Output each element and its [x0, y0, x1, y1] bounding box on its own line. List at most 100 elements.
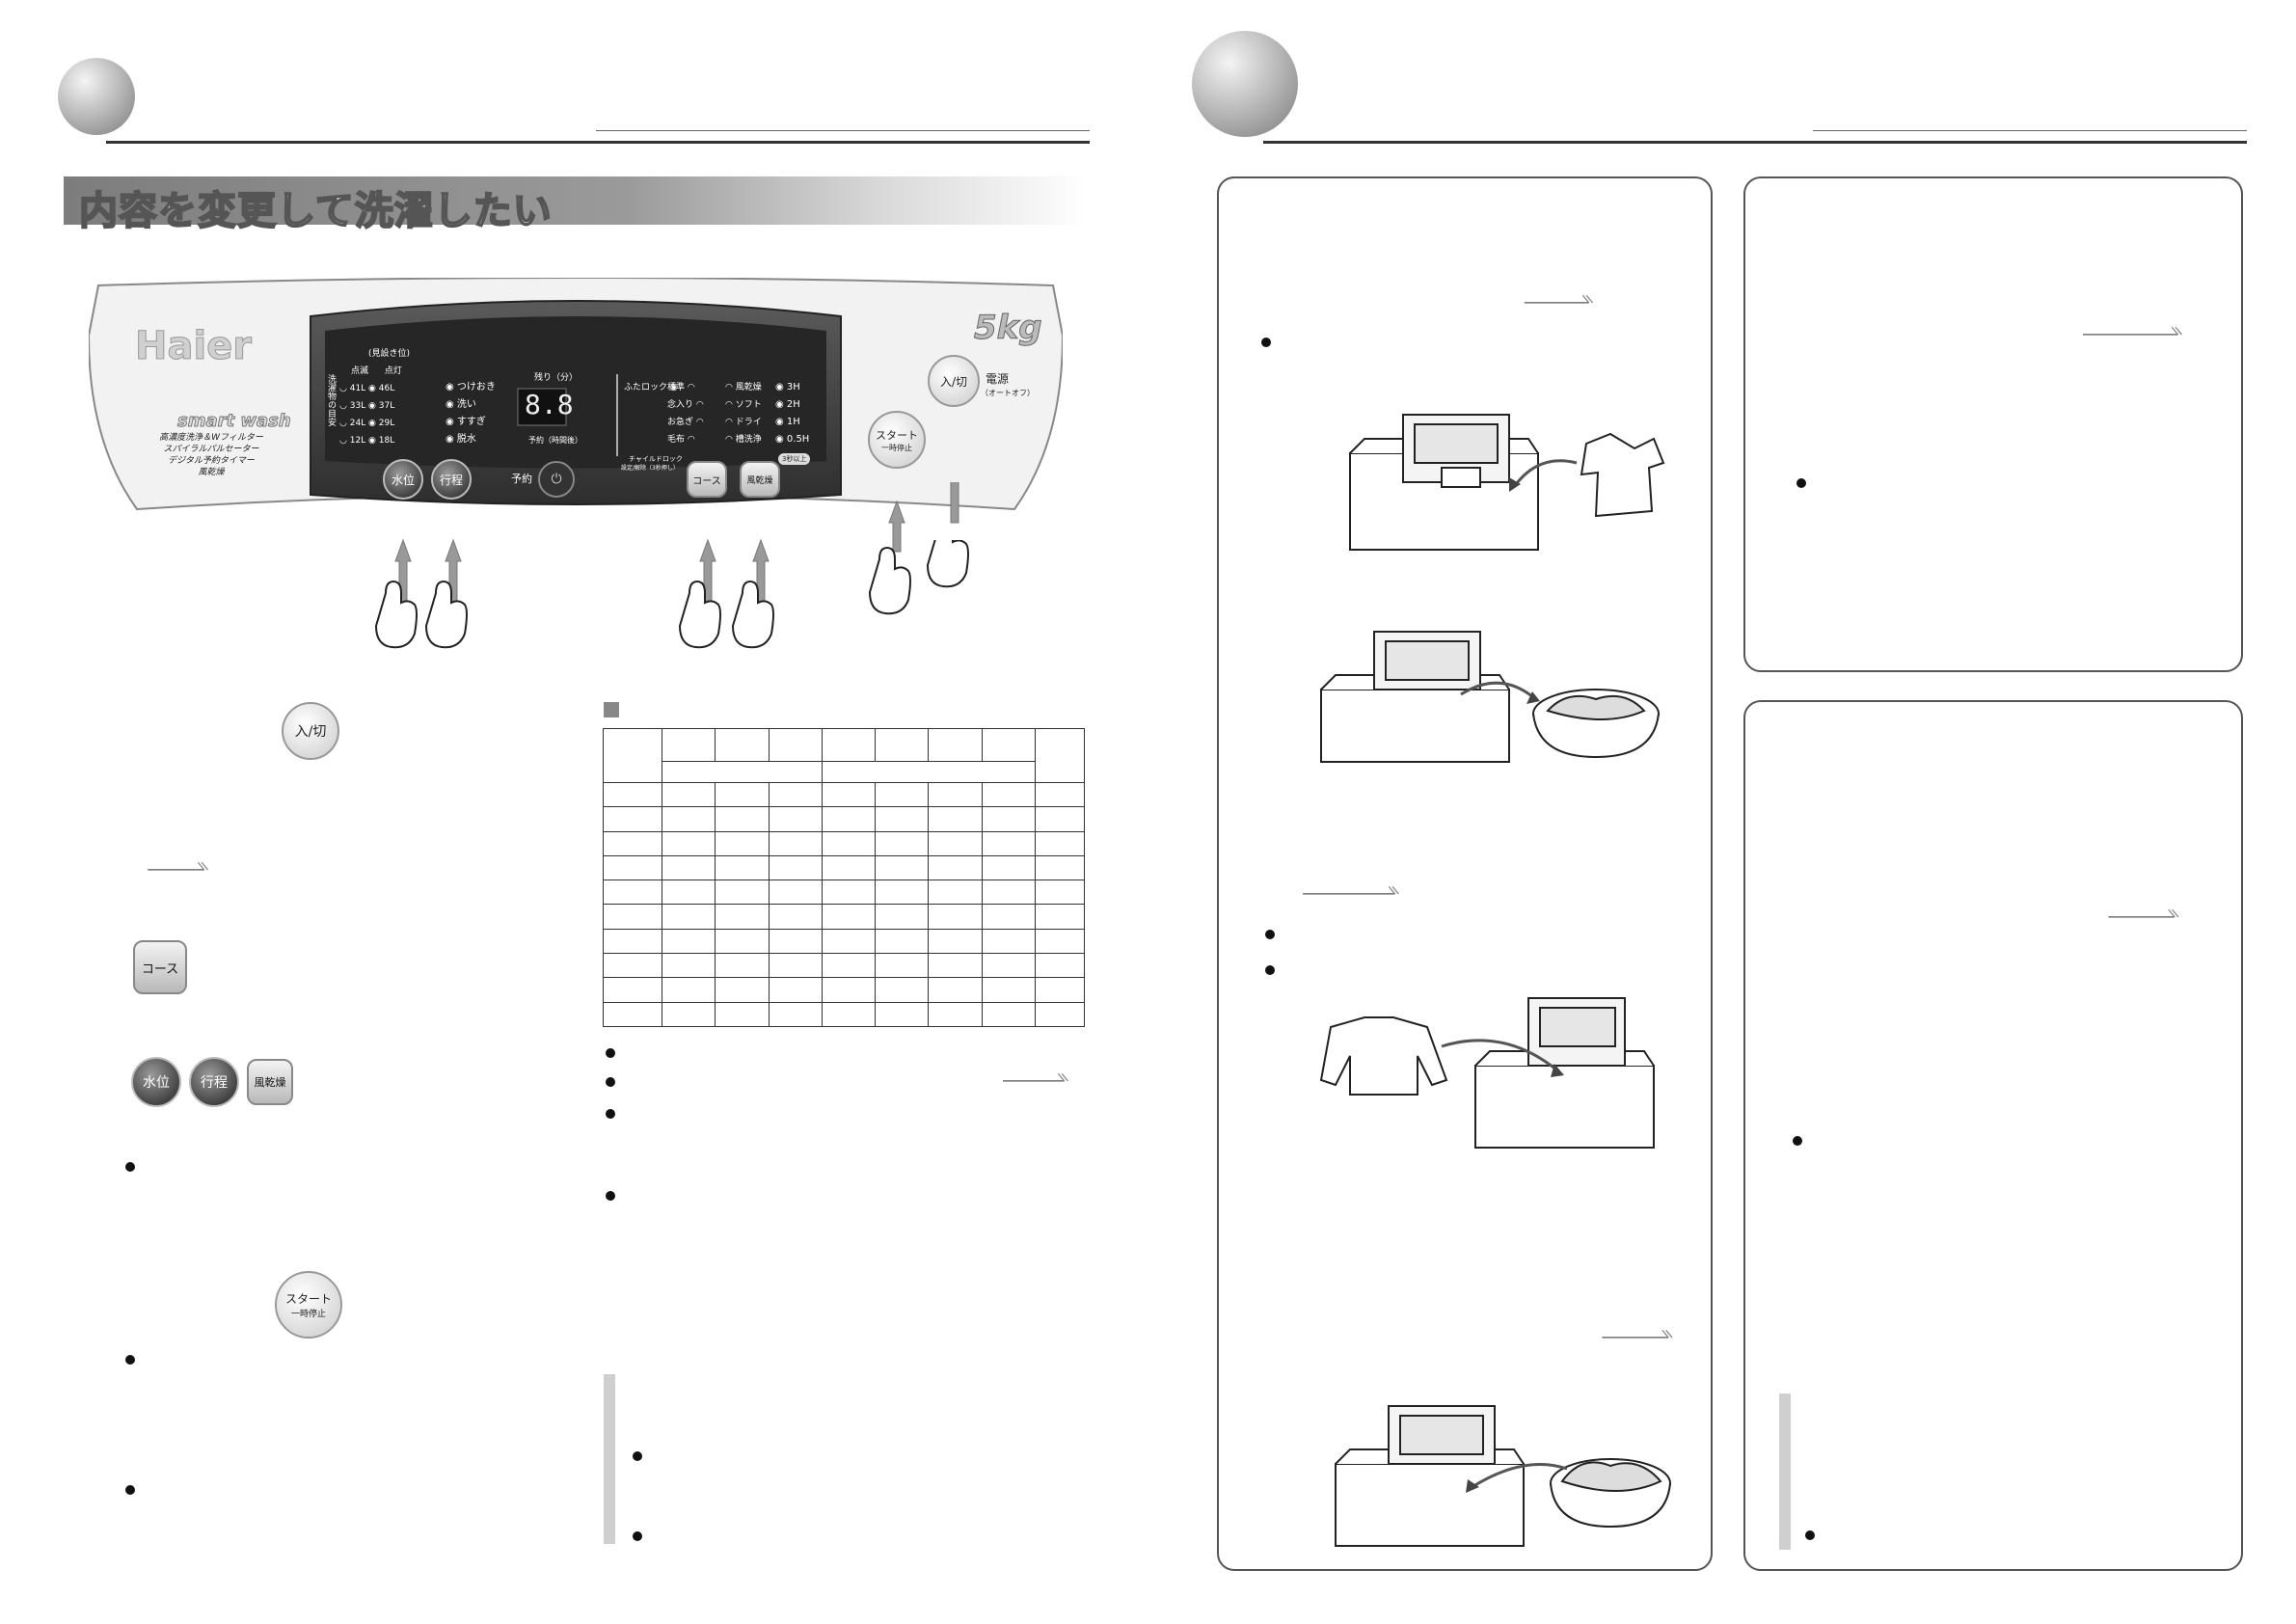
right-header-subrule — [1813, 130, 2247, 131]
left-header-subrule — [596, 130, 1090, 131]
dry-time: ◉ 2H — [775, 399, 800, 410]
process-item: ◉ すすぎ — [446, 417, 486, 427]
bullet — [125, 1485, 135, 1495]
model-logo: smart wash — [177, 411, 292, 432]
step-dry-button-icon: 風乾燥 — [247, 1059, 293, 1105]
dry-time: ◉ 1H — [775, 417, 800, 427]
water-level-block: (見設き位) 点滅 点灯 ◡ 41L ◉ 46L ◡ 33L ◉ 37L ◡ 2… — [339, 345, 410, 449]
reserve-button[interactable]: ⏻ — [538, 461, 575, 498]
info-box-top — [1743, 176, 2243, 672]
process-item: ◉ 脱水 — [446, 434, 476, 445]
capacity-label: 5kg — [974, 309, 1043, 348]
child-lock-sub: 設定/解除（3秒押し） — [621, 465, 679, 472]
display-label: 残り（分） — [534, 373, 579, 383]
water-level-row: ◡ 33L ◉ 37L — [339, 401, 395, 411]
section-marker-icon — [2108, 908, 2179, 918]
right-header-rule — [1263, 141, 2247, 144]
water-header: (見設き位) — [368, 349, 411, 359]
course-item: 毛布 ◠ — [667, 435, 695, 445]
washer-remove-laundry-illustration — [1320, 631, 1660, 763]
child-lock-label: チャイルドロック — [629, 455, 683, 463]
power-sub: （オートオフ） — [981, 389, 1035, 397]
left-header-rule — [106, 141, 1090, 144]
bullet — [633, 1451, 642, 1461]
course-block: ふたロック ◉ — [624, 379, 678, 396]
bullet — [606, 1191, 615, 1201]
hand-icon — [926, 540, 969, 588]
process-item: ◉ つけおき — [446, 382, 496, 392]
laundry-tips-box — [1217, 176, 1713, 1571]
feature-list: 高濃度洗浄＆Wフィルター スパイラルパルセーター デジタル予約タイマー 風乾燥 — [139, 432, 284, 478]
lid-lock: ふたロック ◉ — [624, 383, 678, 392]
control-panel: Haier smart wash 高濃度洗浄＆Wフィルター スパイラルパルセータ… — [87, 277, 1065, 521]
air-dry-button[interactable]: 風乾燥 — [740, 461, 780, 498]
bullet — [633, 1531, 642, 1541]
bullet — [606, 1109, 615, 1119]
process-button[interactable]: 行程 — [431, 459, 472, 500]
power-button[interactable]: 入/切 — [928, 355, 980, 407]
course-item: ◠ ドライ — [725, 418, 762, 427]
hold-tag: 3秒以上 — [778, 453, 811, 465]
step-course-button-icon: コース — [133, 940, 187, 994]
step-power-button-icon: 入/切 — [282, 702, 339, 760]
reserve-label: 予約 — [511, 473, 532, 485]
feature-item: 風乾燥 — [198, 468, 225, 477]
water-col-label: 点灯 — [384, 366, 402, 376]
water-level-row: ◡ 41L ◉ 46L — [339, 384, 395, 393]
hand-icon — [868, 546, 911, 615]
right-header-circle — [1192, 31, 1298, 137]
course-item: 標準 ◠ — [667, 383, 695, 392]
start-pause-button[interactable]: スタート 一時停止 — [868, 411, 926, 469]
section-marker-icon — [1602, 1329, 1673, 1339]
washer-return-laundry-illustration — [1335, 1405, 1671, 1547]
feature-item: 高濃度洗浄＆Wフィルター — [159, 433, 263, 443]
course-item: ◠ 槽洗浄 — [725, 435, 762, 445]
settings-table — [603, 728, 1085, 1028]
dry-time: ◉ 3H — [775, 382, 800, 392]
feature-item: スパイラルパルセーター — [163, 445, 259, 454]
dry-time: ◉ 0.5H — [775, 434, 810, 445]
section-marker-icon — [1524, 294, 1594, 304]
step-start-button-icon: スタート 一時停止 — [275, 1271, 342, 1339]
step-process-button-icon: 行程 — [189, 1057, 239, 1107]
hand-icon — [424, 580, 468, 649]
bullet — [606, 1048, 615, 1058]
water-level-row: ◡ 24L ◉ 29L — [339, 419, 395, 428]
display-value: 8.8 — [525, 389, 574, 420]
course-button[interactable]: コース — [687, 461, 727, 498]
bullet — [1265, 965, 1275, 975]
bullet — [1805, 1530, 1815, 1540]
section-marker-icon — [1303, 885, 1399, 895]
reserve-note: 予約（時間後） — [528, 436, 582, 445]
course-col-2: ◠ 風乾燥 ◠ ソフト ◠ ドライ ◠ 槽洗浄 — [725, 379, 762, 448]
section-marker-icon — [1003, 1072, 1068, 1082]
bullet — [125, 1355, 135, 1365]
course-item: ◠ ソフト — [725, 400, 762, 410]
arrow-power — [950, 482, 959, 524]
bullet — [1796, 478, 1806, 488]
course-item: ◠ 風乾燥 — [725, 383, 762, 392]
feature-item: デジタル予約タイマー — [168, 456, 255, 466]
section-title: 内容を変更して洗濯したい — [78, 188, 553, 234]
note-sidebar — [1779, 1394, 1791, 1550]
water-level-button[interactable]: 水位 — [383, 459, 423, 500]
bullet — [606, 1077, 615, 1087]
hand-icons — [374, 540, 969, 649]
step-water-button-icon: 水位 — [131, 1057, 181, 1107]
power-label: 電源 — [986, 372, 1010, 386]
course-col-1: 標準 ◠ 念入り ◠ お急ぎ ◠ 毛布 ◠ — [667, 379, 704, 448]
table-section-marker — [604, 702, 619, 717]
hand-icon — [731, 580, 774, 649]
water-col-label: 点滅 — [351, 366, 369, 376]
bullet — [1793, 1136, 1802, 1146]
process-block: ◉ つけおき ◉ 洗い ◉ すすぎ ◉ 脱水 — [446, 379, 496, 448]
bullet — [125, 1162, 135, 1172]
bullet — [1261, 338, 1271, 347]
info-box-bottom — [1743, 700, 2243, 1571]
section-marker-icon — [148, 861, 209, 871]
hand-icon — [678, 580, 721, 649]
left-header-circle — [58, 58, 135, 135]
water-level-row: ◡ 12L ◉ 18L — [339, 436, 395, 446]
arrow-start — [888, 500, 905, 553]
washer-add-shirt-illustration — [1349, 414, 1665, 551]
